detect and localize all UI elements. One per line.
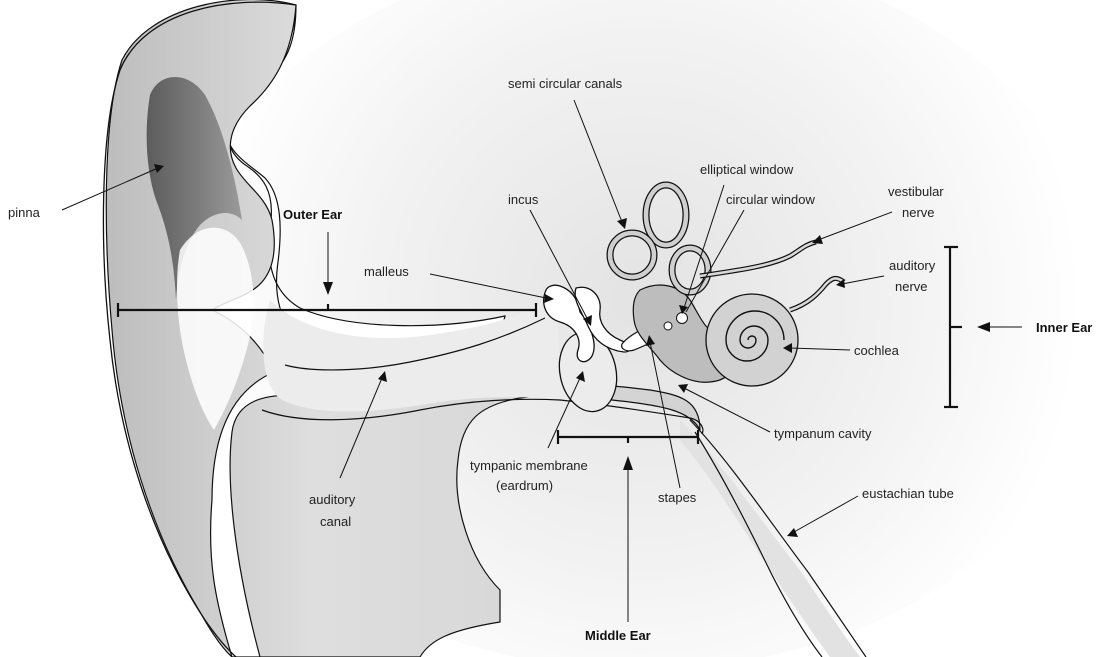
label-tympanic-membrane-line2: (eardrum): [496, 478, 553, 493]
label-auditory-nerve-line1: auditory: [889, 258, 936, 273]
label-inner-ear: Inner Ear: [1036, 320, 1092, 335]
label-tympanum-cavity: tympanum cavity: [774, 426, 872, 441]
label-tympanic-membrane-line1: tympanic membrane: [470, 458, 588, 473]
label-eustachian-tube: eustachian tube: [862, 486, 954, 501]
label-vestibular-nerve-line2: nerve: [902, 205, 935, 220]
label-outer-ear: Outer Ear: [283, 207, 342, 222]
label-stapes: stapes: [658, 490, 697, 505]
label-elliptical-window: elliptical window: [700, 162, 794, 177]
label-vestibular-nerve-line1: vestibular: [888, 184, 944, 199]
label-auditory-canal-line1: auditory: [309, 492, 356, 507]
elliptical-window-shape: [677, 313, 688, 324]
label-incus: incus: [508, 192, 539, 207]
label-auditory-canal-line2: canal: [320, 514, 351, 529]
label-malleus: malleus: [364, 264, 409, 279]
label-cochlea: cochlea: [854, 343, 900, 358]
label-circular-window: circular window: [726, 192, 815, 207]
label-middle-ear: Middle Ear: [585, 628, 651, 643]
label-semi-circular-canals: semi circular canals: [508, 76, 623, 91]
label-pinna: pinna: [8, 205, 41, 220]
circular-window-shape: [664, 322, 672, 330]
label-auditory-nerve-line2: nerve: [895, 279, 928, 294]
